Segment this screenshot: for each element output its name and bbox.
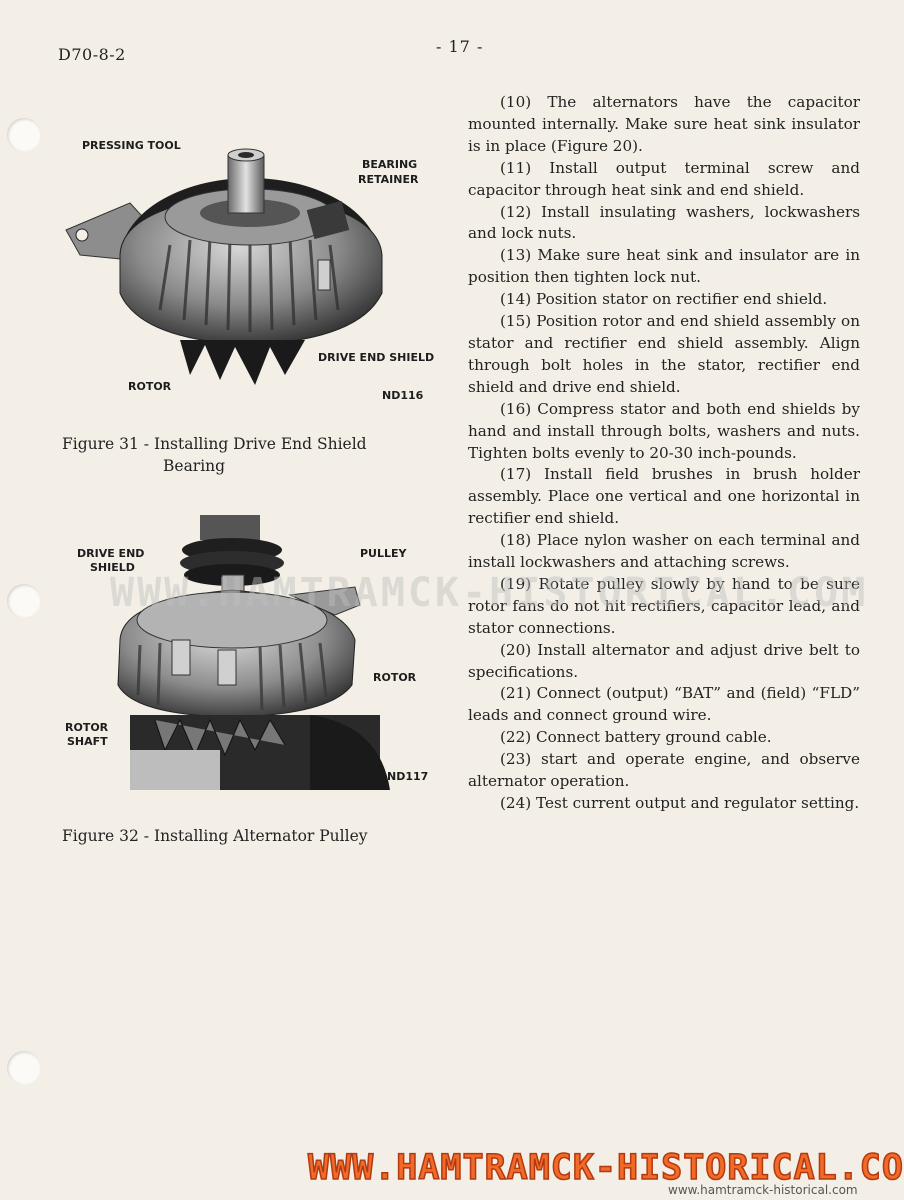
step-paragraph: (22) Connect battery ground cable. [500,728,772,747]
punch-hole [7,118,41,152]
label-rotor: ROTOR [373,671,417,684]
step-paragraph: (18) Place nylon washer on each terminal… [468,531,860,572]
page-number: - 17 - [436,37,484,56]
label-bearing-retainer: BEARING [362,158,418,171]
document-id: D70-8-2 [58,45,126,64]
label-figure-code: ND116 [382,389,424,402]
alternator-photo-fig31 [65,148,383,385]
label-drive-end-shield: DRIVE END SHIELD [318,351,435,364]
step-paragraph: (14) Position stator on rectifier end sh… [500,290,828,309]
label-rotor-shaft: SHAFT [67,735,108,748]
label-pressing-tool: PRESSING TOOL [82,139,181,152]
step-paragraph: (16) Compress stator and both end shield… [468,399,860,462]
instruction-steps: (10) The alternators have the capacitor … [468,92,860,815]
punch-hole [7,1051,41,1085]
step-paragraph: (10) The alternators have the capacitor … [468,93,860,155]
figure-32: DRIVE END SHIELD PULLEY ROTOR ROTOR SHAF… [60,515,440,790]
watermark-url: www.hamtramck-historical.com [668,1183,858,1197]
alternator-photo-fig32 [117,515,390,790]
step-paragraph: (24) Test current output and regulator s… [500,794,860,812]
watermark-banner: WWW.HAMTRAMCK-HISTORICAL.COM [307,1147,904,1189]
label-pulley: PULLEY [360,547,407,560]
step-paragraph: (11) Install output terminal screw and c… [468,158,860,199]
label-drive-end-shield: SHIELD [90,561,135,574]
figure-31-caption-line2: Bearing [163,457,226,475]
label-rotor-shaft: ROTOR [65,721,109,734]
step-paragraph: (15) Position rotor and end shield assem… [468,312,860,396]
step-paragraph: (20) Install alternator and adjust drive… [468,640,860,681]
step-paragraph: (12) Install insulating washers, lockwas… [468,202,860,243]
label-bearing-retainer: RETAINER [358,173,419,186]
step-paragraph: (21) Connect (output) “BAT” and (field) … [468,684,860,725]
figure-31: PRESSING TOOL BEARING RETAINER DRIVE END… [60,135,440,415]
label-figure-code: ND117 [387,770,429,783]
figure-32-caption: Figure 32 - Installing Alternator Pulley [62,827,368,845]
label-drive-end-shield: DRIVE END [77,547,145,560]
watermark-overlay: WWW.HAMTRAMCK-HISTORICAL.COM [110,570,869,616]
step-paragraph: (23) start and operate engine, and obser… [468,750,860,791]
step-paragraph: (13) Make sure heat sink and insulator a… [468,246,860,287]
label-rotor: ROTOR [128,380,172,393]
figure-31-caption: Figure 31 - Installing Drive End Shield [62,435,367,453]
step-paragraph: (17) Install field brushes in brush hold… [468,465,860,528]
punch-hole [7,584,41,618]
step-paragraph: (19) Rotate pulley slowly by hand to be … [468,574,860,637]
